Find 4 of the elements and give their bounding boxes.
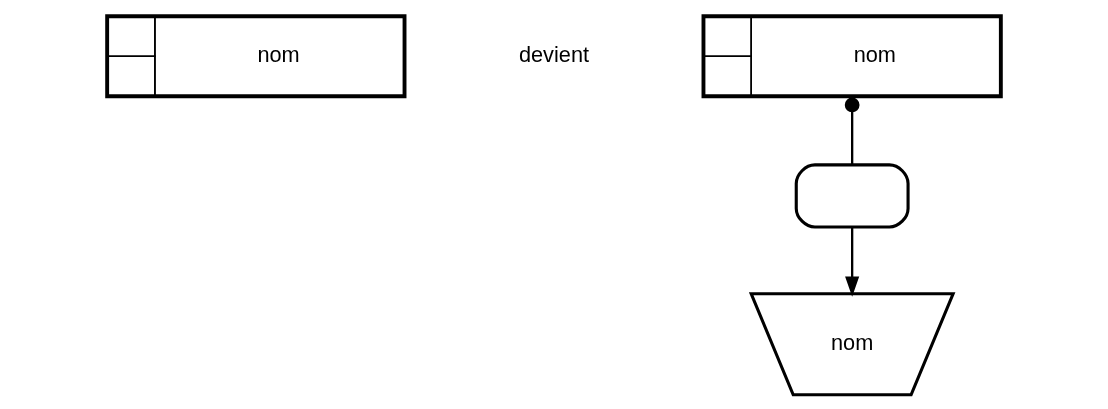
arrow	[845, 227, 860, 297]
label: devient	[518, 41, 590, 67]
connector	[844, 97, 860, 165]
node-oval	[794, 163, 910, 229]
